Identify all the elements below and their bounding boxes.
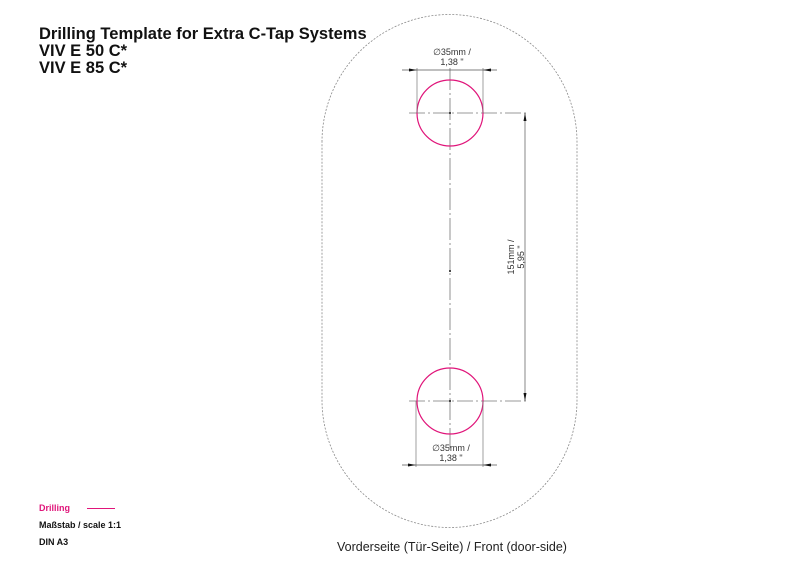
legend-scale: Maßstab / scale 1:1 bbox=[39, 520, 122, 530]
top-hole-dim-mm: ∅35mm / bbox=[433, 47, 471, 57]
spacing-dim-in: 5,95 " bbox=[516, 245, 526, 268]
model-line-85: VIV E 85 C* bbox=[39, 59, 128, 77]
template-title: Drilling Template for Extra C-Tap System… bbox=[39, 26, 367, 77]
legend: Drilling Maßstab / scale 1:1 DIN A3 bbox=[39, 500, 121, 551]
drilling-label: Drilling bbox=[39, 503, 70, 513]
bottom-hole-dim-in: 1,38 " bbox=[439, 453, 462, 463]
legend-drilling: Drilling bbox=[39, 500, 121, 517]
drilling-line-swatch bbox=[86, 508, 115, 510]
center-point bbox=[449, 270, 451, 272]
top-hole: ∅35mm / 1,38 " bbox=[402, 47, 527, 147]
spacing-dim-mm: 151mm / bbox=[506, 239, 516, 275]
legend-paper: DIN A3 bbox=[39, 537, 69, 547]
bottom-hole: ∅35mm / 1,38 " bbox=[402, 367, 527, 467]
template-outline bbox=[321, 14, 578, 528]
model-line-50: VIV E 50 C* bbox=[39, 42, 128, 60]
top-hole-dim-in: 1,38 " bbox=[440, 57, 463, 67]
front-caption: Vorderseite (Tür-Seite) / Front (door-si… bbox=[337, 540, 567, 554]
spacing-dimension: 151mm / 5,95 " bbox=[506, 113, 527, 401]
bottom-hole-dim-mm: ∅35mm / bbox=[432, 443, 470, 453]
title-line: Drilling Template for Extra C-Tap System… bbox=[39, 25, 367, 43]
